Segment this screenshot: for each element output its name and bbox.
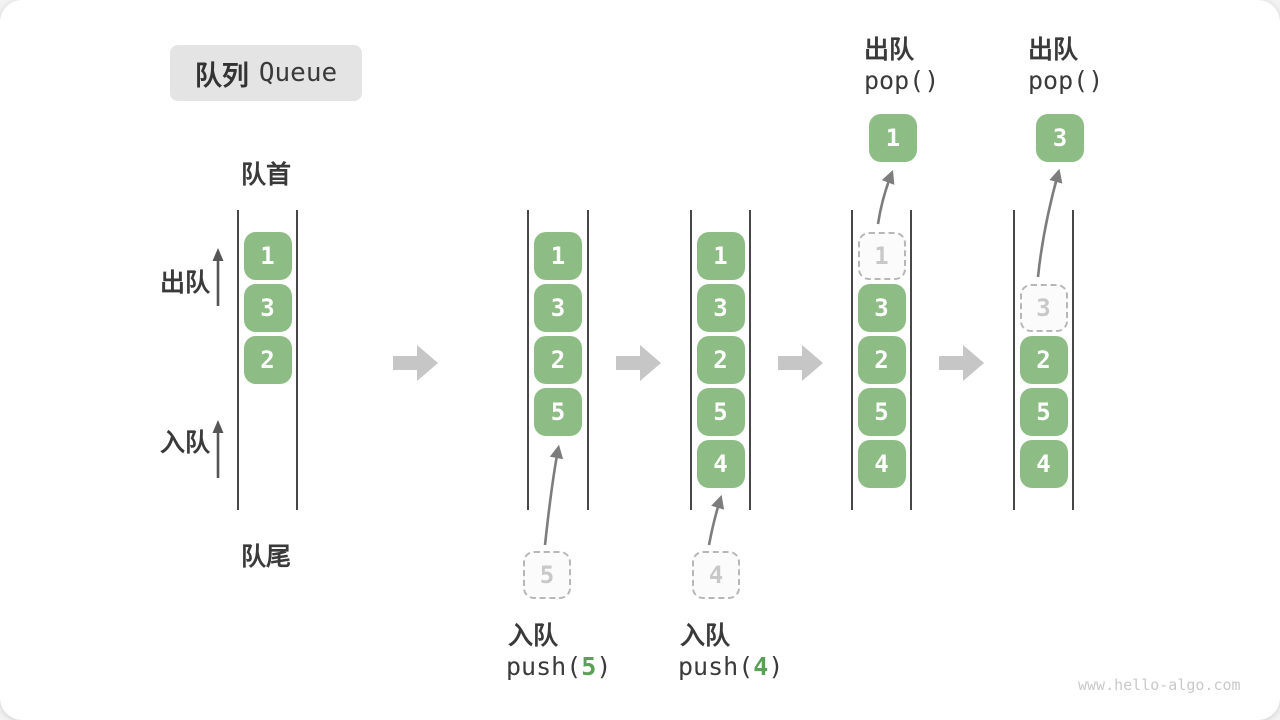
queue-cell: 2: [534, 336, 582, 384]
queue-cell-ghost: 3: [1019, 284, 1068, 332]
enqueue1-code: push(5): [506, 652, 611, 681]
title-en-label: Queue: [258, 58, 338, 88]
queue-state-1: 1 3 2: [237, 210, 298, 510]
queue-wall-right: [296, 210, 298, 510]
enqueue2-label: 入队: [680, 622, 731, 650]
next-step-block-arrow-icon: [393, 345, 438, 381]
popped-cell: 3: [1036, 114, 1084, 162]
queue-cell: 3: [534, 284, 582, 332]
queue-cell: 2: [696, 336, 745, 384]
queue-cell: 3: [243, 284, 292, 332]
queue-cell: 1: [243, 232, 292, 280]
queue-cell: 1: [534, 232, 582, 280]
queue-wall-right: [1072, 210, 1074, 510]
queue-wall-left: [851, 210, 853, 510]
queue-cell: 5: [857, 388, 906, 436]
code-close: ): [596, 652, 612, 681]
watermark: www.hello-algo.com: [1078, 676, 1241, 694]
queue-cell: 2: [1019, 336, 1068, 384]
code-fn: push(: [506, 652, 582, 681]
queue-cell: 4: [696, 440, 745, 488]
queue-wall-left: [527, 210, 529, 510]
dequeue1-label: 出队: [864, 36, 915, 64]
queue-wall-left: [690, 210, 692, 510]
queue-state-2: 1 3 2 5: [527, 210, 589, 510]
next-step-block-arrow-icon: [616, 345, 661, 381]
title-zh-label: 队列: [194, 60, 249, 91]
queue-cell: 2: [857, 336, 906, 384]
code-arg: 5: [581, 652, 597, 681]
title-box: 队列 Queue: [170, 45, 362, 101]
queue-cell: 5: [534, 388, 582, 436]
label-queue-rear: 队尾: [241, 543, 292, 571]
queue-state-3: 1 3 2 5 4: [690, 210, 751, 510]
queue-state-5: 3 2 5 4: [1013, 210, 1074, 510]
queue-cell-ghost: 1: [857, 232, 906, 280]
queue-cell: 5: [1019, 388, 1068, 436]
enqueue1-label: 入队: [508, 622, 559, 650]
queue-wall-right: [749, 210, 751, 510]
dequeue2-code: pop(): [1028, 66, 1104, 95]
next-step-block-arrow-icon: [778, 345, 823, 381]
popped-cell: 1: [869, 114, 917, 162]
label-queue-front: 队首: [241, 161, 292, 189]
queue-cell: 4: [1019, 440, 1068, 488]
queue-cell: 2: [243, 336, 292, 384]
queue-wall-left: [1013, 210, 1015, 510]
queue-wall-right: [587, 210, 589, 510]
code-arg: 4: [753, 652, 769, 681]
queue-wall-right: [910, 210, 912, 510]
queue-cell: 4: [857, 440, 906, 488]
queue-cell: 3: [696, 284, 745, 332]
code-fn: push(: [678, 652, 754, 681]
dequeue-up-arrow-icon: [212, 248, 224, 306]
queue-wall-left: [237, 210, 239, 510]
queue-cell: 3: [857, 284, 906, 332]
enqueue2-code: push(4): [678, 652, 783, 681]
dequeue1-code: pop(): [864, 66, 940, 95]
code-close: ): [768, 652, 784, 681]
queue-cell: 5: [696, 388, 745, 436]
incoming-cell-ghost: 4: [692, 551, 740, 599]
next-step-block-arrow-icon: [939, 345, 984, 381]
enqueue-up-arrow-icon: [212, 420, 224, 478]
label-enqueue-side: 入队: [160, 429, 211, 457]
dequeue2-label: 出队: [1028, 36, 1079, 64]
incoming-cell-ghost: 5: [523, 551, 571, 599]
queue-state-4: 1 3 2 5 4: [851, 210, 912, 510]
queue-cell: 1: [696, 232, 745, 280]
label-dequeue-side: 出队: [160, 269, 211, 297]
